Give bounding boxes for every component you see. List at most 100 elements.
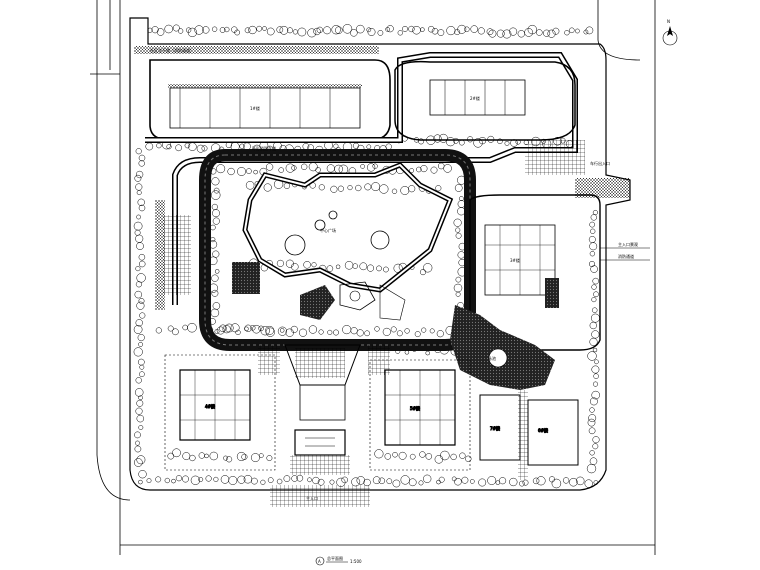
tree-icon (139, 371, 145, 378)
tree-icon (276, 259, 284, 267)
east-note-1: 主入口景观 (618, 241, 638, 247)
tree-icon (133, 325, 143, 334)
tree-icon (450, 453, 457, 461)
tree-icon (234, 29, 241, 36)
tree-icon (175, 475, 182, 482)
tree-icon (235, 329, 241, 336)
tree-icon (222, 325, 231, 334)
tree-icon (285, 163, 295, 173)
tree-icon (252, 324, 261, 334)
tree-icon (205, 475, 212, 482)
tree-icon (237, 167, 246, 176)
tree-icon (364, 183, 372, 191)
tree-icon (445, 137, 456, 147)
tree-icon (382, 327, 391, 336)
tree-icon (429, 328, 435, 334)
tree-icon (287, 27, 293, 34)
south-east-building: 6#楼 7#楼 (479, 394, 579, 466)
tree-icon (209, 451, 219, 461)
tree-icon (135, 440, 140, 446)
tree-icon (329, 479, 335, 485)
tree-icon (588, 414, 597, 423)
tree-icon (547, 29, 556, 38)
tree-icon (171, 478, 176, 484)
tree-icon (139, 364, 145, 370)
tree-icon (438, 476, 445, 483)
tree-icon (352, 142, 360, 149)
tree-icon (455, 291, 461, 297)
tree-icon (366, 144, 372, 150)
tree-icon (355, 184, 362, 192)
tree-icon (453, 283, 463, 293)
tree-icon (311, 262, 317, 268)
tree-icon (418, 480, 424, 486)
tree-icon (135, 407, 143, 415)
tree-icon (519, 480, 525, 487)
tree-icon (135, 183, 143, 191)
tree-icon (202, 26, 210, 34)
tree-icon (166, 144, 172, 150)
tree-icon (211, 289, 219, 297)
tree-icon (356, 329, 364, 337)
pool-label: 泳池 (488, 355, 496, 361)
tree-icon (367, 28, 376, 36)
tree-icon (593, 291, 599, 298)
tree-icon (133, 347, 143, 357)
tree-icon (344, 261, 354, 270)
tree-icon (308, 162, 318, 172)
tree-icon (589, 221, 596, 228)
tree-icon (231, 26, 238, 33)
tree-icon (437, 162, 445, 170)
tree-icon (138, 470, 147, 479)
tree-icon (360, 164, 365, 169)
tree-icon (210, 224, 216, 231)
tree-icon (230, 323, 240, 333)
tree-icon (589, 397, 598, 406)
tree-icon (138, 341, 144, 347)
tree-icon (588, 427, 596, 435)
tree-icon (239, 143, 245, 149)
tree-icon (470, 25, 478, 33)
tree-icon (136, 214, 141, 220)
tree-icon (425, 350, 430, 356)
tree-icon (400, 186, 410, 195)
tree-icon (138, 479, 143, 485)
tree-icon (244, 27, 251, 34)
tree-icon (258, 325, 264, 332)
tree-icon (134, 229, 141, 236)
east-walkway (518, 390, 528, 480)
tree-icon (134, 388, 144, 397)
frame-lines (90, 0, 656, 555)
tree-icon (408, 478, 417, 487)
south-right-parking (368, 345, 390, 375)
tree-icon (137, 334, 145, 342)
tree-icon (351, 477, 361, 487)
tree-icon (398, 451, 407, 460)
tree-icon (396, 330, 403, 337)
tree-icon (590, 228, 596, 234)
tree-icon (404, 328, 410, 334)
tree-icon (214, 269, 220, 274)
tree-icon (569, 477, 578, 487)
tree-icon (136, 455, 146, 465)
tree-icon (227, 167, 235, 176)
tree-icon (145, 142, 154, 151)
block-label-4: 4#楼 (205, 403, 215, 409)
tree-icon (136, 190, 142, 196)
tree-icon (347, 185, 353, 191)
tree-icon (236, 451, 246, 462)
tree-icon (266, 27, 275, 36)
tree-icon (253, 169, 258, 175)
tree-icon (575, 28, 580, 34)
tree-icon (256, 25, 263, 32)
tree-icon (469, 479, 475, 484)
tree-icon (224, 26, 230, 33)
tree-icon (279, 328, 285, 333)
tree-icon (135, 266, 141, 272)
tree-icon (359, 262, 368, 271)
tree-icon (478, 478, 487, 487)
tree-icon (455, 227, 461, 233)
tree-icon (536, 476, 546, 486)
tree-icon (291, 263, 299, 271)
tree-icon (138, 154, 146, 162)
